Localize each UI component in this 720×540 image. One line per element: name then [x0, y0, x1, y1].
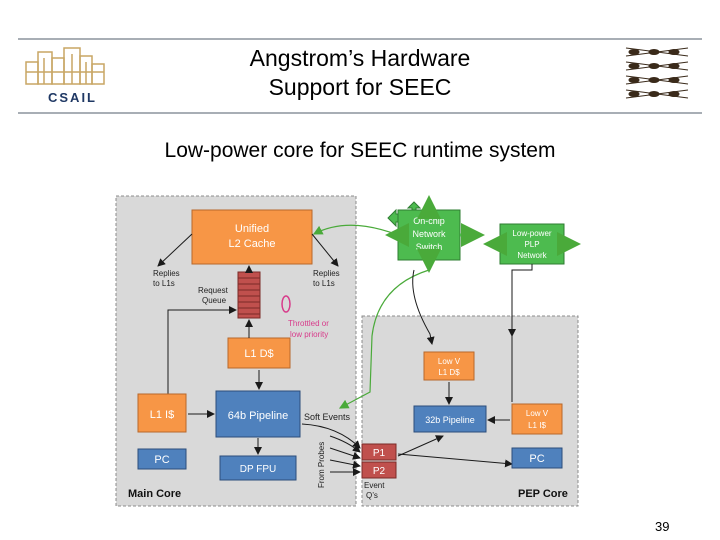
request-queue-label-line2: Queue	[202, 296, 227, 305]
angstrom-ants-logo	[625, 47, 689, 99]
unified-l2-cache	[191, 209, 313, 265]
main-core-label: Main Core	[128, 488, 181, 500]
pipeline-32b-label: 32b Pipeline	[425, 415, 475, 425]
page-number: 39	[655, 519, 670, 534]
dp-fpu-label: DP FPU	[240, 464, 277, 475]
plp-label-line1: Low-power	[512, 229, 551, 238]
l1-dcache-label: L1 D$	[244, 348, 273, 360]
switch-label-line1: On-chip	[413, 216, 445, 226]
request-queue-label-line1: Request	[198, 286, 229, 295]
replies-left-line2: to L1s	[153, 279, 175, 288]
top-rule	[18, 38, 702, 40]
throttle-marker	[281, 295, 291, 313]
pc-main-label: PC	[154, 454, 169, 466]
event-queues-label-line1: Event	[364, 481, 385, 490]
slide-title-line2: Support for SEEC	[268, 74, 452, 100]
pipeline-64b-label: 64b Pipeline	[228, 410, 289, 422]
request-queue	[237, 271, 261, 319]
switch-label-line3: Switch	[416, 242, 443, 252]
dp-fpu	[219, 455, 297, 481]
event-queues-label-line2: Q’s	[366, 491, 378, 500]
l1-icache-label: L1 I$	[150, 409, 174, 421]
csail-logo: CSAIL	[25, 47, 105, 105]
replies-right-line1: Replies	[313, 269, 340, 278]
low-v-l1i-label-line2: L1 I$	[528, 421, 546, 430]
l2-label-line1: Unified	[235, 223, 269, 235]
l2-label-line2: L2 Cache	[228, 238, 275, 250]
csail-logo-text: CSAIL	[48, 90, 97, 105]
low-power-plp-network	[499, 223, 565, 265]
plp-label-line3: Network	[517, 251, 547, 260]
throttle-label-line2: low priority	[290, 330, 328, 339]
header-bottom-rule	[18, 112, 702, 114]
pc-pep	[511, 447, 563, 469]
l1-icache	[137, 393, 187, 433]
throttle-label-line1: Throttled or	[288, 319, 329, 328]
switch-label-line2: Network	[412, 229, 446, 239]
low-v-l1-icache	[511, 403, 563, 435]
slide-title: Angstrom’s Hardware Support for SEEC	[180, 44, 540, 102]
pipeline-32b	[413, 405, 487, 433]
from-probes-label: From Probes	[317, 442, 326, 488]
p2-label: P2	[373, 466, 386, 477]
plp-label-line2: PLP	[524, 240, 539, 249]
low-v-l1d-label-line2: L1 D$	[438, 368, 460, 377]
replies-right-line2: to L1s	[313, 279, 335, 288]
low-v-l1-dcache	[423, 351, 475, 381]
pc-main	[137, 448, 187, 470]
pc-pep-label: PC	[529, 453, 544, 465]
low-v-l1d-label-line1: Low V	[438, 357, 461, 366]
l1-dcache	[227, 337, 291, 369]
soft-events-label: Soft Events	[304, 412, 351, 422]
low-v-l1i-label-line1: Low V	[526, 409, 549, 418]
event-queue-p2	[361, 461, 397, 479]
pipeline-64b	[215, 390, 301, 438]
p1-label: P1	[373, 448, 386, 459]
architecture-diagram: Main Core PEP Core Unified L2 Cache Repl…	[115, 195, 581, 507]
event-queue-p1	[361, 443, 397, 461]
pep-core-label: PEP Core	[518, 488, 568, 500]
replies-left-line1: Replies	[153, 269, 180, 278]
slide-subtitle: Low-power core for SEEC runtime system	[164, 139, 556, 162]
slide-title-line1: Angstrom’s Hardware	[249, 45, 471, 71]
